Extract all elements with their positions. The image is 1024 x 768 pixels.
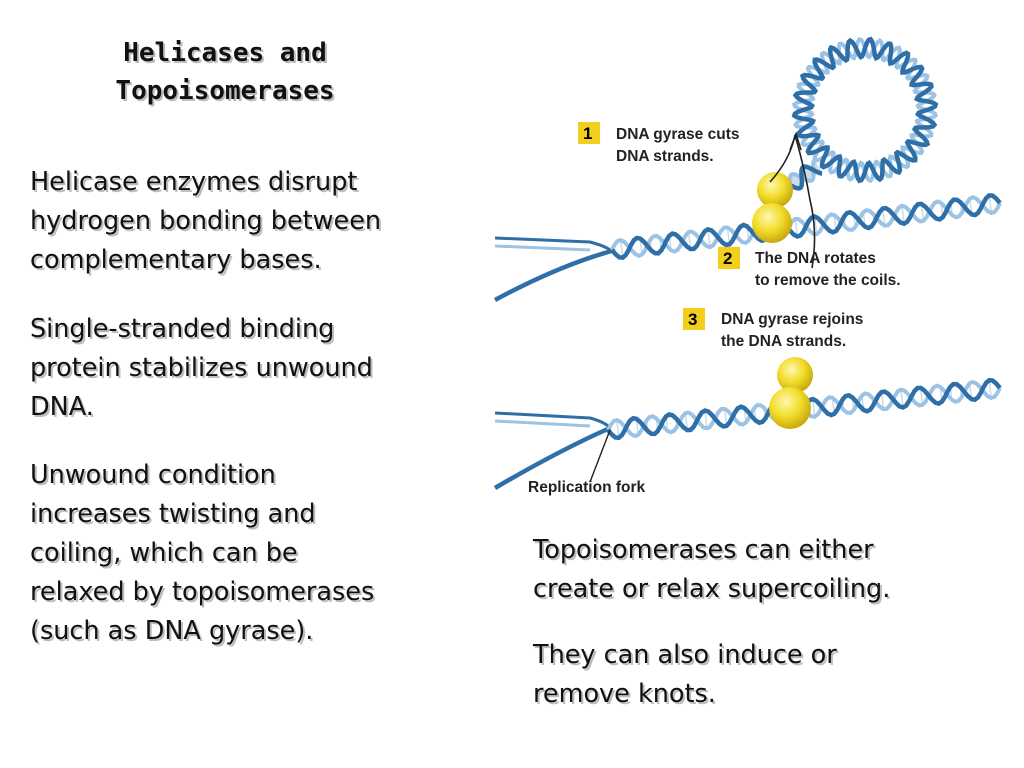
- step-3-line-2: the DNA strands.: [721, 333, 846, 350]
- slide-title: Helicases and Topoisomerases: [30, 34, 420, 110]
- text-line: relaxed by topoisomerases: [30, 577, 375, 607]
- text-line: Helicase enzymes disrupt: [30, 167, 358, 197]
- title-line-2: Topoisomerases: [115, 76, 335, 106]
- text-line: They can also induce or: [533, 640, 837, 670]
- supercoiling-paragraph: Topoisomerases can either create or rela…: [533, 531, 1003, 609]
- text-line: increases twisting and: [30, 499, 316, 529]
- step-2-line-1: The DNA rotates: [755, 250, 876, 267]
- text-line: Single-stranded binding: [30, 314, 335, 344]
- step-number-2: 2: [723, 249, 732, 268]
- step-2-line-2: to remove the coils.: [755, 272, 901, 289]
- step-number-1: 1: [583, 124, 592, 143]
- rotation-arrow: [769, 131, 816, 269]
- fork-pointer: [589, 429, 611, 483]
- step-badge-2: [718, 247, 740, 269]
- upper-dna-helix: [493, 193, 1002, 302]
- text-line: (such as DNA gyrase).: [30, 616, 314, 646]
- text-line: remove knots.: [533, 679, 716, 709]
- step-badge-3: [683, 308, 705, 330]
- text-line: create or relax supercoiling.: [533, 574, 891, 604]
- step-1: 1 DNA gyrase cuts DNA strands.: [578, 122, 739, 165]
- dna-gyrase-diagram: 1 DNA gyrase cuts DNA strands. 2 The DNA…: [493, 36, 1002, 496]
- lower-dna-helix: [493, 377, 1002, 490]
- dna-gyrase-enzyme-lower: [769, 357, 813, 429]
- step-3-line-1: DNA gyrase rejoins: [721, 311, 863, 328]
- replication-fork-label: Replication fork: [528, 479, 646, 496]
- dna-gyrase-enzyme-upper: [752, 172, 793, 243]
- unwound-paragraph: Unwound condition increases twisting and…: [30, 456, 460, 651]
- step-1-line-1: DNA gyrase cuts: [616, 126, 739, 143]
- text-line: hydrogen bonding between: [30, 206, 382, 236]
- text-line: protein stabilizes unwound: [30, 353, 373, 383]
- step-2: 2 The DNA rotates to remove the coils.: [718, 247, 901, 289]
- step-badge-1: [578, 122, 600, 144]
- text-line: Topoisomerases can either: [533, 535, 874, 565]
- step-3: 3 DNA gyrase rejoins the DNA strands.: [683, 308, 863, 350]
- ssb-paragraph: Single-stranded binding protein stabiliz…: [30, 310, 460, 427]
- title-line-1: Helicases and: [123, 38, 327, 68]
- text-line: complementary bases.: [30, 245, 322, 275]
- step-1-line-2: DNA strands.: [616, 148, 714, 165]
- helicase-paragraph: Helicase enzymes disrupt hydrogen bondin…: [30, 163, 460, 280]
- knots-paragraph: They can also induce or remove knots.: [533, 636, 1003, 714]
- step-number-3: 3: [688, 310, 697, 329]
- text-line: DNA.: [30, 392, 94, 422]
- text-line: coiling, which can be: [30, 538, 298, 568]
- text-line: Unwound condition: [30, 460, 276, 490]
- supercoiled-loop: [787, 36, 939, 191]
